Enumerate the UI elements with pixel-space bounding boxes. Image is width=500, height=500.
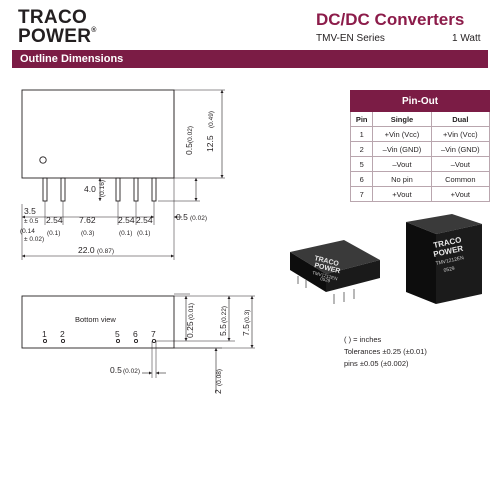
photo-code-text: 0529: [320, 276, 331, 283]
cell-pin: 1: [349, 126, 374, 142]
table-row: 6 No pin Common: [349, 171, 491, 187]
table-row: 2 –Vin (GND) –Vin (GND): [349, 141, 491, 157]
dim-top-offset: 0.5: [184, 143, 194, 155]
cell-single: +Vout: [372, 186, 432, 202]
col-pin: Pin: [349, 111, 374, 127]
pinout-title: Pin-Out: [350, 90, 490, 112]
dim-pitch-wide: 7.62: [79, 215, 96, 225]
dim-offset-tol: ± 0.5: [24, 218, 39, 225]
photo-code-text: 0529: [443, 266, 455, 274]
pin: [115, 177, 121, 202]
cell-dual: +Vin (Vcc): [430, 126, 491, 142]
pin-label-5: 5: [115, 329, 120, 339]
dim-pin-row-inch: (0.01): [188, 303, 195, 320]
pin-label-1: 1: [42, 329, 47, 339]
series-name: TMV-EN Series: [316, 33, 385, 44]
product-photo: TRACO POWER TMV1212EN 0529 TRACO POWER T…: [290, 214, 482, 304]
pin-label-6: 6: [133, 329, 138, 339]
cell-single: No pin: [372, 171, 432, 187]
dim-pin-length-inch: (0.16): [99, 180, 106, 197]
pin-hole: [115, 338, 121, 344]
dim-edge: 2: [213, 389, 223, 394]
table-row: 5 –Vout –Vout: [349, 156, 491, 172]
pin: [133, 177, 139, 202]
dim-pitch: 2.54: [118, 215, 135, 225]
brand-line2: POWER: [18, 26, 92, 47]
cell-dual: –Vin (GND): [430, 141, 491, 157]
cell-dual: +Vout: [430, 186, 491, 202]
section-title: Outline Dimensions: [20, 53, 124, 65]
note-pins: pins ±0.05 (±0.002): [344, 359, 409, 368]
cell-single: –Vin (GND): [372, 141, 432, 157]
dim-pin-dia: 0.5: [110, 365, 122, 375]
pin: [60, 177, 66, 202]
dim-pitch-wide-inch: (0.3): [81, 230, 94, 237]
dim-width: 7.5: [241, 324, 251, 336]
cell-pin: 2: [349, 141, 374, 157]
brand-logo: TRACO POWER®: [18, 8, 97, 46]
section-banner: Outline Dimensions: [12, 50, 488, 68]
pin-hole: [151, 338, 157, 344]
table-row: 1 +Vin (Vcc) +Vin (Vcc): [349, 126, 491, 142]
dim-pitch-inch: (0.1): [137, 230, 150, 237]
dim-offset-inch: (0.14: [20, 228, 35, 235]
dim-length: 22.0: [78, 245, 95, 255]
bottom-view-label: Bottom view: [75, 315, 116, 324]
module-photo-small: TRACO POWER TMV1212EN 0529: [290, 240, 380, 304]
dim-width-inch: (0.3): [244, 310, 251, 323]
cell-dual: Common: [430, 171, 491, 187]
brand-line1: TRACO: [18, 7, 88, 28]
photo-model-text: TMV1212EN: [435, 255, 465, 267]
dim-pin-span-inch: (0.22): [221, 306, 228, 323]
dim-pin-span: 5.5: [218, 324, 228, 336]
dim-length-inch: (0.87): [97, 248, 114, 255]
pin: [151, 177, 157, 202]
pin1-marker: [39, 156, 47, 164]
dim-pin-offset: 0.5: [176, 212, 188, 222]
cell-pin: 6: [349, 171, 374, 187]
module-photo-large: TRACO POWER TMV1212EN 0529: [406, 214, 482, 304]
photo-model-text: TMV1212EN: [312, 270, 338, 281]
pin-label-2: 2: [60, 329, 65, 339]
tolerance-notes: ( ) = inches Tolerances ±0.25 (±0.01) pi…: [344, 334, 427, 370]
dim-offset-inch-tol: ± 0.02): [24, 236, 44, 243]
dim-height-inch: (0.49): [208, 111, 215, 128]
dim-offset: 3.5: [24, 206, 36, 216]
dim-pitch: 2.54: [136, 215, 153, 225]
module-body-side: [21, 89, 175, 179]
note-inches: ( ) = inches: [344, 335, 382, 344]
cell-single: –Vout: [372, 156, 432, 172]
dim-pin-row: 0.25: [185, 321, 195, 338]
pin-label-7: 7: [151, 329, 156, 339]
pin: [42, 177, 48, 202]
dim-pitch-inch: (0.1): [47, 230, 60, 237]
dim-top-offset-inch: (0.02): [187, 126, 194, 143]
dim-pitch: 2.54: [46, 215, 63, 225]
page-title: DC/DC Converters: [316, 10, 465, 29]
dim-pin-length: 4.0: [84, 184, 96, 194]
cell-pin: 5: [349, 156, 374, 172]
note-tolerances: Tolerances ±0.25 (±0.01): [344, 347, 427, 356]
pin-hole: [133, 338, 139, 344]
power-rating: 1 Watt: [452, 33, 481, 44]
registered-mark: ®: [91, 27, 97, 34]
cell-pin: 7: [349, 186, 374, 202]
cell-single: +Vin (Vcc): [372, 126, 432, 142]
cell-dual: –Vout: [430, 156, 491, 172]
table-row: 7 +Vout +Vout: [349, 186, 491, 202]
dim-pin-offset-inch: (0.02): [190, 215, 207, 222]
pin-hole: [42, 338, 48, 344]
pinout-table: Pin-Out Pin Single Dual 1 +Vin (Vcc) +Vi…: [349, 90, 491, 202]
pin-hole: [60, 338, 66, 344]
module-body-bottom: [21, 295, 175, 349]
dim-edge-inch: (0.08): [216, 369, 223, 386]
dim-pitch-inch: (0.1): [119, 230, 132, 237]
dim-pin-dia-inch: (0.02): [123, 368, 140, 375]
col-dual: Dual: [430, 111, 491, 127]
dim-height: 12.5: [205, 135, 215, 152]
col-single: Single: [372, 111, 432, 127]
